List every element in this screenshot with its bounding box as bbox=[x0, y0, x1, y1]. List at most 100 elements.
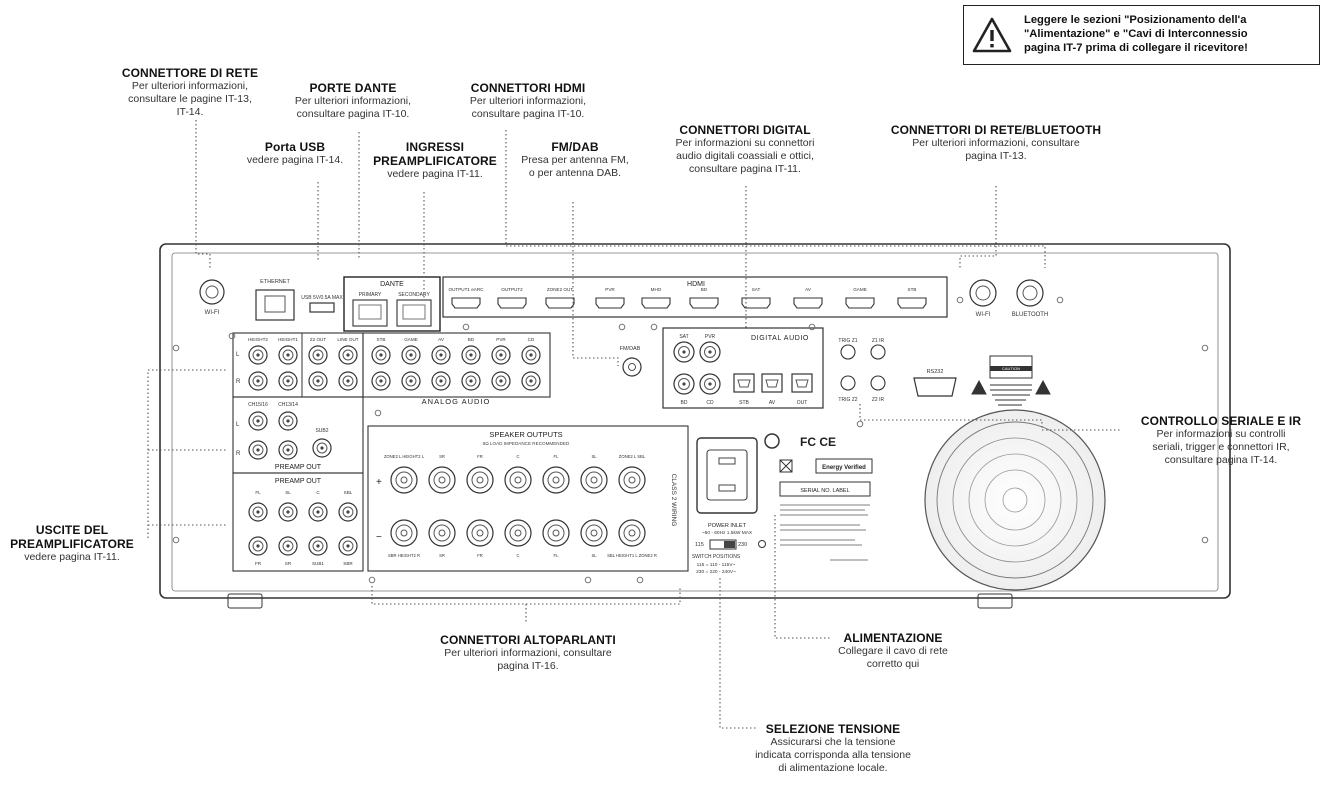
speaker-post-plus[interactable] bbox=[542, 466, 570, 494]
speaker-impedance-label: 8Ω LOAD IMPEDANCE RECOMMENDED bbox=[483, 441, 570, 446]
rca-jack-preamp-top[interactable] bbox=[248, 502, 268, 522]
rca-jack-bottom[interactable] bbox=[431, 371, 451, 391]
speaker-post-minus[interactable] bbox=[428, 519, 456, 547]
hdmi-port[interactable] bbox=[793, 297, 823, 309]
rca-jack-ch1516-l[interactable] bbox=[248, 411, 268, 431]
rca-jack-preamp-bottom[interactable] bbox=[338, 536, 358, 556]
speaker-post-plus[interactable] bbox=[580, 466, 608, 494]
rca-jack-top[interactable] bbox=[521, 345, 541, 365]
speaker-post-plus[interactable] bbox=[504, 466, 532, 494]
rca-jack-top[interactable] bbox=[248, 345, 268, 365]
coax-cd-jack[interactable] bbox=[699, 373, 721, 395]
optical-port[interactable] bbox=[791, 373, 813, 393]
callout-dante: PORTE DANTE Per ulteriori informazioni, … bbox=[268, 81, 438, 121]
rca-jack-bottom[interactable] bbox=[338, 371, 358, 391]
rca-jack-preamp-top[interactable] bbox=[338, 502, 358, 522]
rca-jack-bottom[interactable] bbox=[491, 371, 511, 391]
rca-jack-top[interactable] bbox=[278, 345, 298, 365]
trig-z2-jack[interactable] bbox=[840, 375, 856, 391]
rca-jack-sub2[interactable] bbox=[312, 438, 332, 458]
rca-jack-preamp-top[interactable] bbox=[278, 502, 298, 522]
hdmi-port[interactable] bbox=[845, 297, 875, 309]
rca-jack-preamp-bottom[interactable] bbox=[278, 536, 298, 556]
coax-bd-jack[interactable] bbox=[673, 373, 695, 395]
analog-audio-label: ANALOG AUDIO bbox=[422, 397, 491, 406]
screw bbox=[1056, 296, 1064, 304]
bluetooth-antenna[interactable]: BLUETOOTH bbox=[1012, 279, 1049, 318]
callout-bluetooth-line-2: pagina IT-13. bbox=[965, 150, 1027, 162]
rca-jack-bottom[interactable] bbox=[371, 371, 391, 391]
callout-dante-title: PORTE DANTE bbox=[309, 81, 397, 95]
callout-preamp-out-line-1: vedere pagina IT-11. bbox=[24, 551, 120, 563]
usb-port[interactable]: USB 5V/0.5A MAX bbox=[301, 295, 343, 313]
callout-bluetooth-line-1: Per ulteriori informazioni, consultare bbox=[912, 137, 1080, 149]
hdmi-port[interactable] bbox=[595, 297, 625, 309]
rca-jack-bottom[interactable] bbox=[521, 371, 541, 391]
rca-jack-top[interactable] bbox=[431, 345, 451, 365]
z2-ir-jack[interactable] bbox=[870, 375, 886, 391]
rca-jack-top[interactable] bbox=[371, 345, 391, 365]
wifi-antenna-left[interactable]: WI-FI bbox=[199, 279, 225, 316]
hdmi-port[interactable] bbox=[641, 297, 671, 309]
speaker-post-minus[interactable] bbox=[580, 519, 608, 547]
optical-port[interactable] bbox=[761, 373, 783, 393]
speaker-post-minus[interactable] bbox=[618, 519, 646, 547]
rca-jack-ch1314-r[interactable] bbox=[278, 440, 298, 460]
callout-digital-line-2: audio digitali coassiali e ottici, bbox=[676, 150, 814, 162]
speaker-bottom-label: C bbox=[516, 553, 519, 558]
dig-bd-label: BD bbox=[681, 400, 688, 406]
coax-sat-jack[interactable] bbox=[673, 341, 695, 363]
callout-usb-title: Porta USB bbox=[264, 140, 326, 154]
speaker-post-plus[interactable] bbox=[428, 466, 456, 494]
callout-voltage: SELEZIONE TENSIONE Assicurarsi che la te… bbox=[718, 722, 948, 775]
rca-jack-preamp-bottom[interactable] bbox=[308, 536, 328, 556]
speaker-post-minus[interactable] bbox=[466, 519, 494, 547]
speaker-post-plus[interactable] bbox=[390, 466, 418, 494]
rca-jack-top[interactable] bbox=[461, 345, 481, 365]
rca-jack-ch1516-r[interactable] bbox=[248, 440, 268, 460]
optical-port[interactable] bbox=[733, 373, 755, 393]
hdmi-port[interactable] bbox=[689, 297, 719, 309]
rca-jack-top[interactable] bbox=[491, 345, 511, 365]
ethernet-port[interactable]: ETHERNET bbox=[255, 279, 295, 321]
rca-jack-bottom[interactable] bbox=[248, 371, 268, 391]
rca-jack-preamp-top[interactable] bbox=[308, 502, 328, 522]
power-inlet[interactable]: POWER INLET ~50 - 60Hz 1.5kW MAX bbox=[696, 437, 758, 536]
serial-label: SERIAL NO. LABEL bbox=[800, 488, 849, 494]
fm-dab-connector[interactable]: FM/DAB bbox=[620, 346, 642, 377]
rca-jack-top[interactable] bbox=[308, 345, 328, 365]
coax-pvr-jack[interactable] bbox=[699, 341, 721, 363]
speaker-post-plus[interactable] bbox=[466, 466, 494, 494]
hdmi-port[interactable] bbox=[451, 297, 481, 309]
z1-ir-jack[interactable] bbox=[870, 344, 886, 360]
voltage-switch[interactable]: 115 230 SWITCH POSITIONS 115 = 110 - 115… bbox=[692, 539, 766, 575]
rca-jack-bottom[interactable] bbox=[278, 371, 298, 391]
rca-jack-ch1314-l[interactable] bbox=[278, 411, 298, 431]
rca-jack-top[interactable] bbox=[338, 345, 358, 365]
trig-z1-jack[interactable] bbox=[840, 344, 856, 360]
dante-secondary-port[interactable] bbox=[396, 299, 432, 327]
rca-jack-preamp-bottom[interactable] bbox=[248, 536, 268, 556]
rca-jack-top[interactable] bbox=[401, 345, 421, 365]
hdmi-port[interactable] bbox=[497, 297, 527, 309]
rca-jack-bottom[interactable] bbox=[401, 371, 421, 391]
speaker-bottom-label: FR bbox=[477, 553, 483, 558]
weee-icon bbox=[779, 459, 793, 473]
hdmi-port[interactable] bbox=[741, 297, 771, 309]
callout-fmdab-title: FM/DAB bbox=[551, 140, 599, 154]
speaker-post-minus[interactable] bbox=[390, 519, 418, 547]
preamp-bottom-label: FR bbox=[255, 561, 262, 566]
rca-jack-bottom[interactable] bbox=[308, 371, 328, 391]
callout-digital-title: CONNETTORI DIGITAL bbox=[679, 123, 811, 137]
wifi-antenna-right[interactable]: WI-FI bbox=[969, 279, 997, 318]
callout-fmdab: FM/DAB Presa per antenna FM, o per anten… bbox=[510, 140, 640, 180]
speaker-post-plus[interactable] bbox=[618, 466, 646, 494]
rca-jack-bottom[interactable] bbox=[461, 371, 481, 391]
rs232-port[interactable]: RS232 bbox=[913, 369, 957, 397]
speaker-post-minus[interactable] bbox=[504, 519, 532, 547]
speaker-post-minus[interactable] bbox=[542, 519, 570, 547]
dante-primary-port[interactable] bbox=[352, 299, 388, 327]
hdmi-port[interactable] bbox=[545, 297, 575, 309]
hdmi-port[interactable] bbox=[897, 297, 927, 309]
